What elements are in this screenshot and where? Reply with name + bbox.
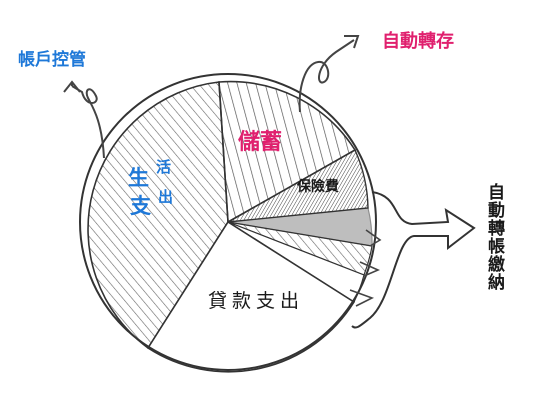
slice-tick-1	[365, 229, 382, 247]
auto-transfer-arrowhead	[344, 35, 360, 49]
auto-transfer-label: 自動轉存	[382, 31, 454, 52]
account-control-arrow	[71, 85, 105, 159]
auto-transfer-arrow	[298, 39, 355, 113]
savings-wedge	[218, 80, 357, 224]
living-expenses-char-4: 出	[158, 188, 174, 206]
slice-tick-3	[349, 289, 375, 307]
living-expenses-char-3: 支	[130, 194, 151, 218]
loan-wedge	[146, 220, 356, 373]
account-control-label: 帳戶控管	[18, 50, 86, 70]
auto-bill-pay-label: 自動轉帳繳納	[484, 183, 504, 291]
loan-expenses-label: 貸款支出	[208, 290, 305, 312]
insurance-label: 保險費	[297, 179, 339, 195]
pie-outline	[79, 73, 377, 371]
living-expenses-char-1: 生	[128, 166, 149, 190]
living-expenses-wedge	[87, 81, 229, 350]
autopay-arrow	[351, 191, 476, 329]
slice-tick-2	[359, 261, 380, 277]
account-control-arrowhead	[63, 80, 81, 93]
living-expenses-char-2: 活	[156, 158, 172, 176]
savings-label: 儲蓄	[238, 130, 283, 155]
